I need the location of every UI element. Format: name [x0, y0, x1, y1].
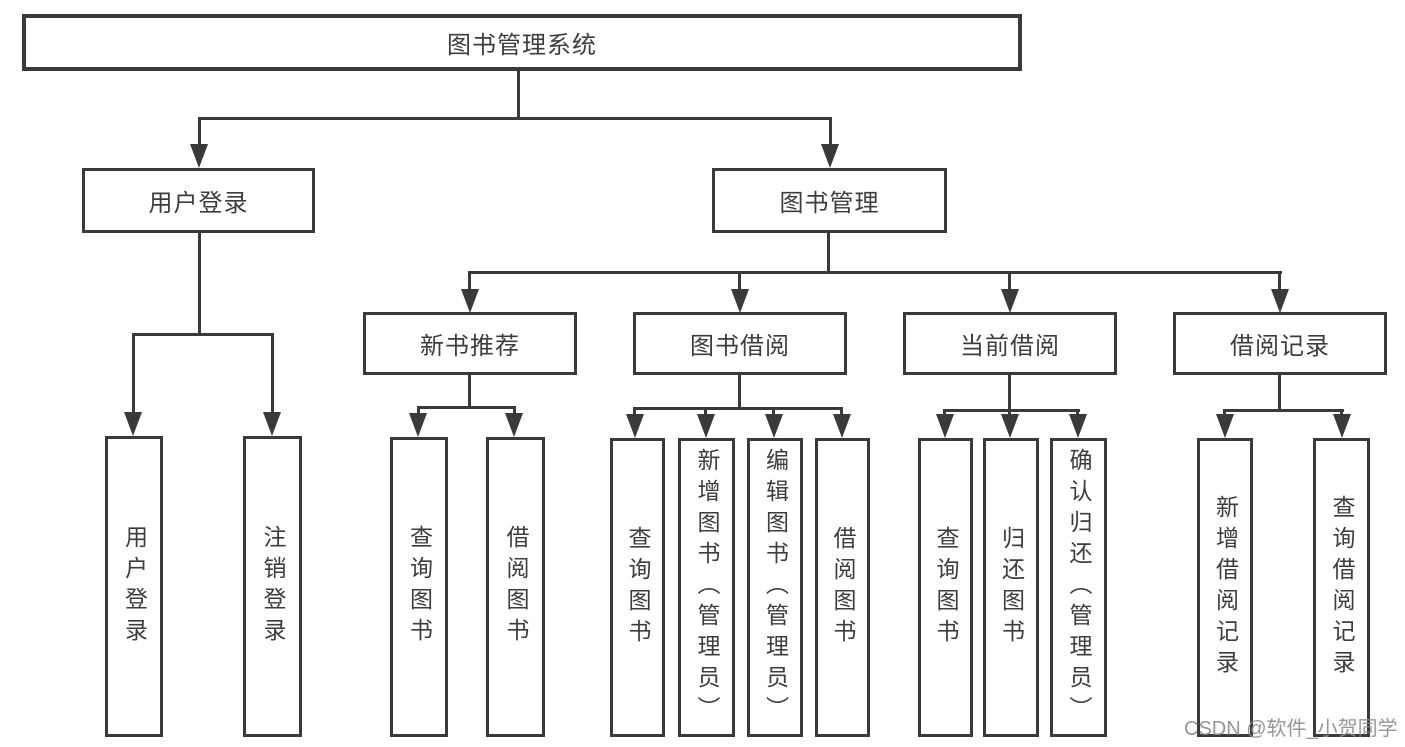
connector-line	[827, 233, 830, 274]
connector-line	[417, 406, 516, 409]
connector-line	[1008, 375, 1011, 411]
arrow-down-icon	[833, 414, 851, 438]
leaf-query-book-1: 查询图书	[390, 437, 448, 737]
node-current-borrow: 当前借阅	[903, 312, 1117, 375]
node-user-login: 用户登录	[82, 168, 315, 233]
connector-line	[468, 375, 471, 408]
node-book-management: 图书管理	[712, 168, 947, 233]
connector-line	[468, 271, 1282, 274]
leaf-add-book-admin: 新增图书（管理员）	[678, 438, 735, 737]
arrow-down-icon	[626, 414, 644, 438]
connector-line	[829, 117, 832, 145]
node-borrow-records: 借阅记录	[1173, 312, 1387, 375]
connector-line	[198, 117, 201, 145]
arrow-down-icon	[1001, 414, 1019, 438]
connector-line	[1340, 409, 1343, 415]
leaf-user-login: 用户登录	[105, 436, 163, 737]
arrow-down-icon	[263, 412, 281, 436]
leaf-query-book-2: 查询图书	[610, 438, 665, 737]
connector-line	[738, 375, 741, 409]
leaf-edit-book-admin: 编辑图书（管理员）	[747, 438, 803, 737]
connector-line	[1223, 409, 1226, 415]
connector-line	[1008, 409, 1011, 415]
connector-line	[132, 333, 135, 413]
leaf-borrow-book-2: 借阅图书	[815, 438, 870, 737]
connector-line	[1076, 409, 1079, 415]
arrow-down-icon	[936, 414, 954, 438]
connector-line	[271, 333, 274, 413]
leaf-add-borrow-record: 新增借阅记录	[1197, 438, 1253, 737]
connector-line	[840, 407, 843, 415]
node-root: 图书管理系统	[22, 14, 1022, 71]
watermark: CSDN @软件_小贺同学	[1184, 718, 1398, 740]
leaf-query-book-3: 查询图书	[918, 438, 973, 737]
connector-line	[517, 69, 520, 119]
connector-line	[704, 407, 707, 415]
arrow-down-icon	[821, 144, 839, 168]
connector-line	[1278, 271, 1281, 291]
arrow-down-icon	[505, 413, 523, 437]
arrow-down-icon	[1271, 289, 1289, 313]
leaf-confirm-return-admin: 确认归还（管理员）	[1050, 438, 1107, 737]
connector-line	[513, 406, 516, 415]
connector-line	[772, 407, 775, 415]
arrow-down-icon	[461, 289, 479, 313]
connector-line	[943, 409, 946, 415]
node-new-book-recommend: 新书推荐	[363, 312, 577, 375]
connector-line	[132, 333, 274, 336]
arrow-down-icon	[1333, 414, 1351, 438]
leaf-query-borrow-record: 查询借阅记录	[1313, 438, 1370, 737]
arrow-down-icon	[765, 414, 783, 438]
connector-line	[1008, 271, 1011, 291]
leaf-borrow-book-1: 借阅图书	[486, 437, 545, 737]
arrow-down-icon	[1216, 414, 1234, 438]
node-book-borrow: 图书借阅	[633, 312, 847, 375]
arrow-down-icon	[697, 414, 715, 438]
connector-line	[198, 233, 201, 336]
arrow-down-icon	[190, 144, 208, 168]
connector-line	[943, 409, 1080, 412]
arrow-down-icon	[124, 412, 142, 436]
leaf-return-book: 归还图书	[983, 438, 1039, 737]
connector-line	[633, 407, 636, 415]
arrow-down-icon	[1069, 414, 1087, 438]
connector-line	[468, 271, 471, 291]
arrow-down-icon	[1001, 289, 1019, 313]
arrow-down-icon	[731, 289, 749, 313]
connector-line	[1223, 409, 1344, 412]
connector-line	[1278, 375, 1281, 411]
connector-line	[198, 117, 832, 120]
leaf-logout: 注销登录	[243, 436, 302, 737]
connector-line	[738, 271, 741, 291]
connector-line	[633, 407, 843, 410]
arrow-down-icon	[409, 413, 427, 437]
connector-line	[417, 406, 420, 415]
